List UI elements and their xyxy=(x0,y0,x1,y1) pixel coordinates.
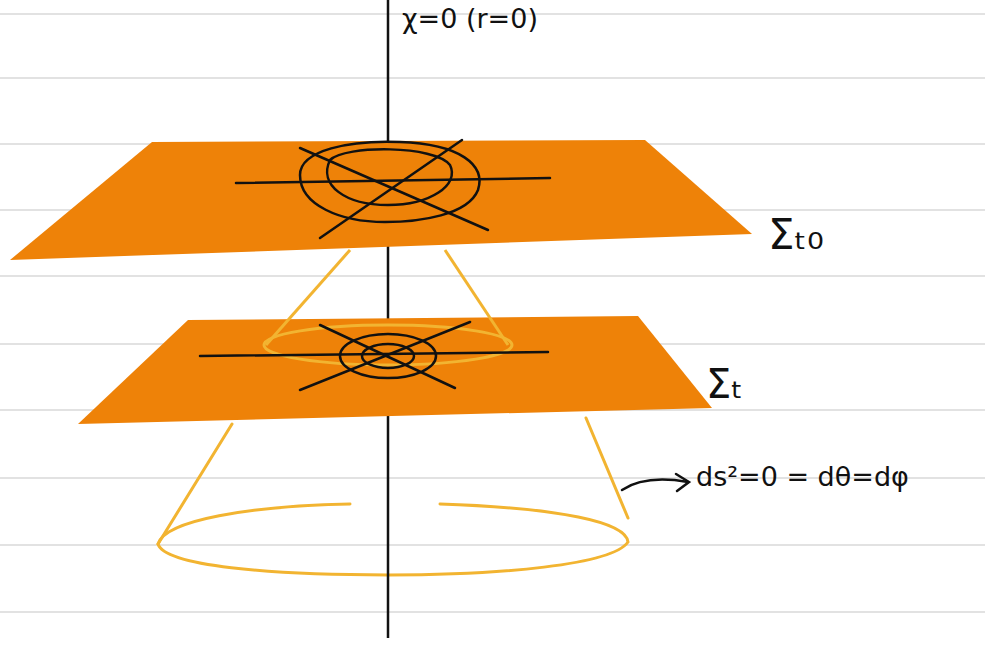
coordinate-circle xyxy=(362,344,414,368)
coordinate-circle xyxy=(327,149,452,205)
slice-label: Σₜ₀ xyxy=(768,212,824,258)
cone-base-ellipse xyxy=(158,504,628,575)
leader-line xyxy=(622,480,688,490)
axis-label: χ=0 (r=0) xyxy=(402,4,538,34)
cone-edge xyxy=(586,418,628,518)
coordinate-line xyxy=(300,322,470,390)
cone-edge xyxy=(266,250,350,345)
coordinate-line xyxy=(200,352,548,356)
ruled-line xyxy=(0,77,985,79)
coordinate-line xyxy=(320,325,455,388)
ruled-line xyxy=(0,611,985,613)
coordinate-line xyxy=(300,148,488,230)
cone-label: ds²=0 = dθ=dφ xyxy=(696,462,909,492)
ruled-line xyxy=(0,544,985,546)
spacelike-slice xyxy=(10,140,752,260)
coordinate-line xyxy=(236,178,550,183)
slice-label: Σₜ xyxy=(706,362,743,406)
notebook-lines xyxy=(0,14,985,612)
light-cone xyxy=(158,418,628,575)
coordinate-circle xyxy=(300,142,479,222)
light-cone xyxy=(264,250,512,365)
cone-edge xyxy=(445,250,508,345)
arrow-head xyxy=(676,474,689,491)
leader-arrow xyxy=(622,474,689,491)
coordinate-sketch xyxy=(200,322,548,390)
cone-edge xyxy=(158,424,232,544)
coordinate-sketch xyxy=(236,140,550,238)
coordinate-circle xyxy=(340,334,436,378)
ruled-line xyxy=(0,275,985,277)
spacelike-slice xyxy=(78,316,712,424)
